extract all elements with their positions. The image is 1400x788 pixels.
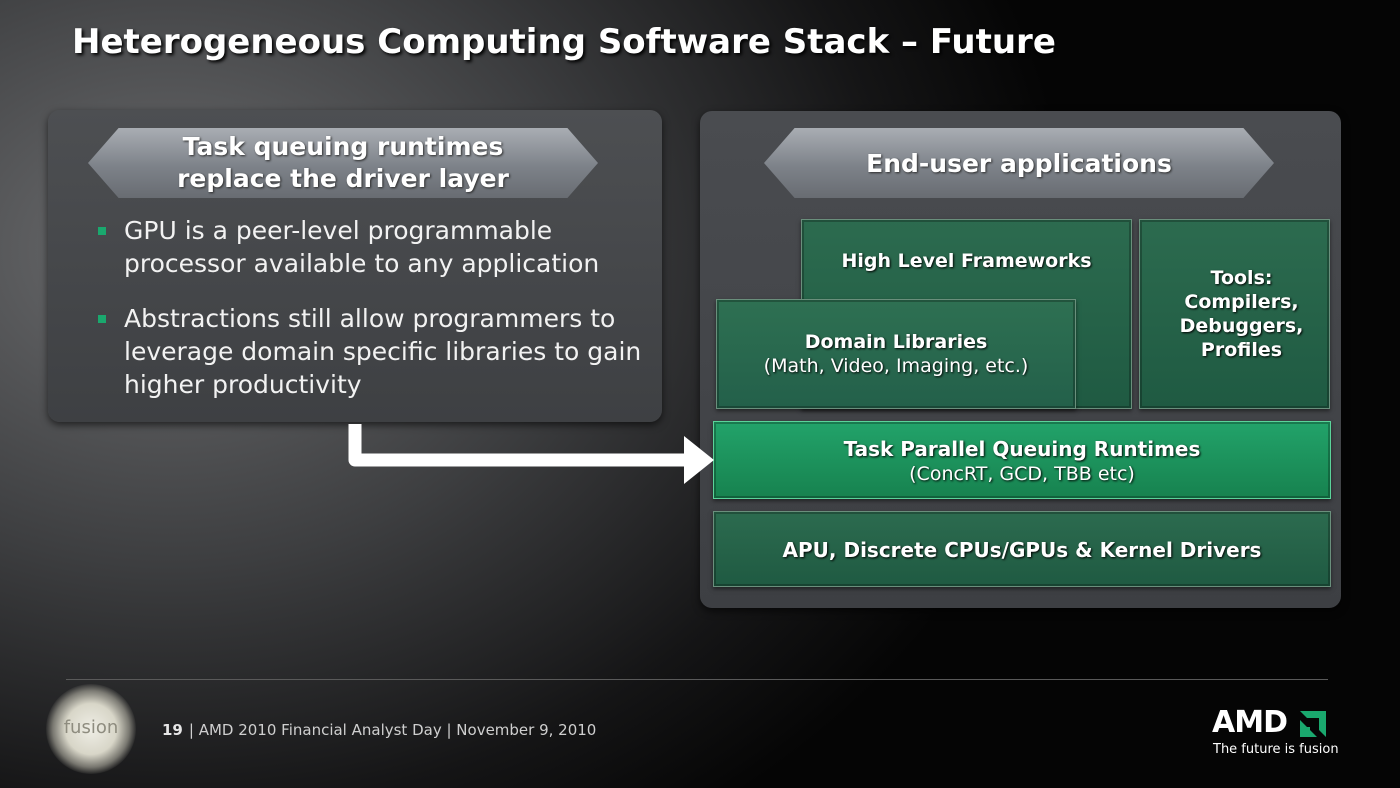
domain-libraries-box: Domain Libraries (Math, Video, Imaging, … — [716, 299, 1076, 409]
bullet-list: GPU is a peer-level programmable process… — [98, 214, 658, 423]
bullet-text: Abstractions still allow programmers to … — [124, 304, 642, 399]
amd-arrow-icon — [1300, 711, 1326, 737]
bullet-item: Abstractions still allow programmers to … — [98, 302, 658, 401]
bullet-text: GPU is a peer-level programmable process… — [124, 216, 600, 278]
left-banner-line2: replace the driver layer — [177, 164, 509, 193]
footer-divider — [66, 679, 1328, 680]
high-level-frameworks-label: High Level Frameworks — [841, 250, 1092, 272]
tools-line: Debuggers, — [1179, 315, 1304, 337]
tools-line: Compilers, — [1184, 291, 1299, 313]
apu-drivers-label: APU, Discrete CPUs/GPUs & Kernel Drivers — [782, 538, 1262, 562]
tools-line: Tools: — [1210, 267, 1273, 289]
amd-tagline: The future is fusion — [1213, 742, 1339, 757]
footer-text: 19 | AMD 2010 Financial Analyst Day | Nov… — [162, 721, 596, 739]
task-parallel-queuing-box: Task Parallel Queuing Runtimes (ConcRT, … — [713, 421, 1331, 499]
slide-title: Heterogeneous Computing Software Stack –… — [72, 22, 1056, 62]
footer-caption: | AMD 2010 Financial Analyst Day | Novem… — [188, 721, 597, 739]
page-number: 19 — [162, 721, 183, 739]
apu-drivers-box: APU, Discrete CPUs/GPUs & Kernel Drivers — [713, 511, 1331, 587]
fusion-logo-text: fusion — [63, 717, 119, 738]
fusion-logo: fusion — [46, 684, 136, 774]
end-user-applications-banner: End-user applications — [764, 128, 1274, 198]
task-parallel-sub: (ConcRT, GCD, TBB etc) — [909, 463, 1135, 485]
amd-logo: AMD The future is fusion — [1212, 705, 1339, 760]
tools-line: Profiles — [1200, 339, 1283, 361]
bullet-square-icon — [98, 227, 106, 235]
domain-libraries-sub: (Math, Video, Imaging, etc.) — [763, 355, 1029, 377]
bullet-item: GPU is a peer-level programmable process… — [98, 214, 658, 280]
domain-libraries-label: Domain Libraries — [804, 331, 988, 353]
task-parallel-label: Task Parallel Queuing Runtimes — [843, 437, 1201, 461]
left-banner-line1: Task queuing runtimes — [182, 132, 504, 161]
end-user-applications-label: End-user applications — [866, 148, 1172, 178]
left-banner: Task queuing runtimes replace the driver… — [88, 128, 598, 198]
tools-box: Tools: Compilers, Debuggers, Profiles — [1139, 219, 1330, 409]
bullet-square-icon — [98, 315, 106, 323]
amd-logo-text: AMD — [1212, 705, 1288, 740]
